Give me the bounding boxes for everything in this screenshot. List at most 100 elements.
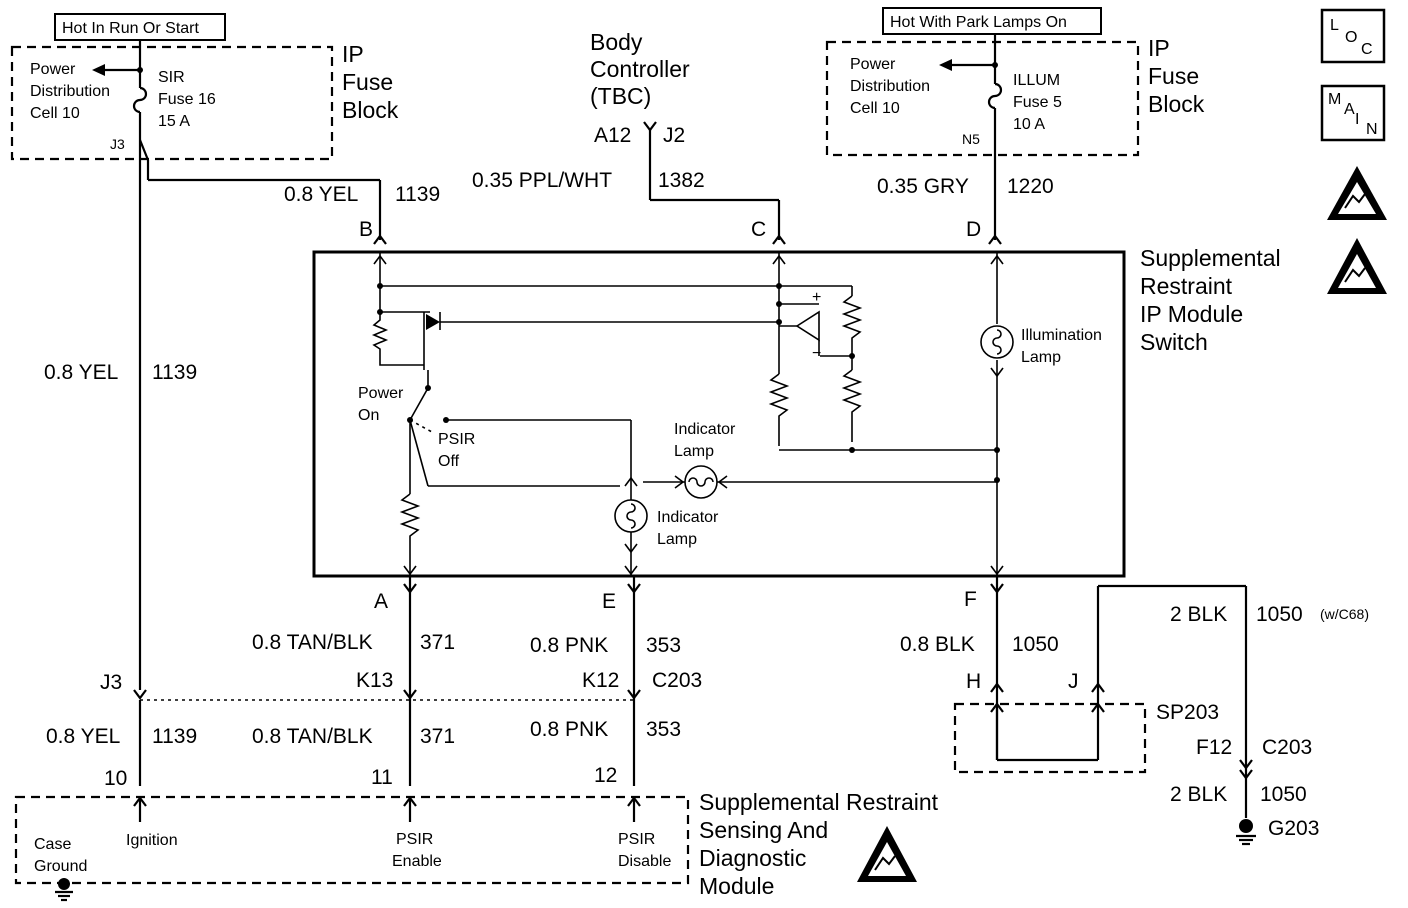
psir-off-line1: PSIR	[438, 431, 475, 448]
body-controller-line2: Controller	[590, 56, 690, 82]
sdm-psir-enable-line2: Enable	[392, 853, 442, 870]
sdm-case-ground-line1: Case	[34, 836, 71, 853]
power-dist-r-line3: Cell 10	[850, 100, 900, 117]
svg-text:I: I	[1355, 111, 1359, 128]
block-label-r: Block	[1148, 91, 1205, 117]
fuse-icon	[132, 86, 148, 114]
hot-park-tag	[882, 7, 1102, 35]
wire-1139-color: 0.8 YEL	[284, 183, 358, 206]
op-amp-icon	[795, 310, 820, 342]
fuse-block-right: Hot With Park Lamps On Power Distributio…	[825, 7, 1205, 240]
indicator-lamp-bot-line2: Lamp	[657, 531, 697, 548]
wire-1050-top-circuit: 1050	[1256, 603, 1303, 626]
sp203-outline	[953, 702, 1147, 774]
ground-branch: H J SP203 2 BLK 1050 (w/C68) F12 C203 2 …	[953, 584, 1369, 846]
connector-b-icon	[373, 234, 387, 245]
ip-fuse-block-left-outline	[10, 45, 334, 161]
svg-text:N: N	[1366, 121, 1378, 138]
wire-353-color: 0.8 PNK	[530, 634, 608, 657]
indicator-lamp-bot-line1: Indicator	[657, 509, 719, 526]
wire-1220-color: 0.35 GRY	[877, 175, 969, 198]
svg-text:O: O	[1345, 29, 1357, 46]
wire-371-circuit: 371	[420, 631, 455, 654]
main-icon	[1320, 84, 1386, 142]
pin-b: B	[359, 218, 373, 241]
diode-icon	[426, 314, 440, 330]
sdm-title-line3: Diagnostic	[699, 845, 806, 871]
wire-1139-bot-circuit: 1139	[152, 725, 197, 748]
wire-1382-color: 0.35 PPL/WHT	[472, 169, 612, 192]
lower-wiring: A E F 0.8 TAN/BLK 371 0.8 PNK 353 0.8 BL…	[44, 361, 1059, 790]
svg-text:M: M	[1328, 91, 1341, 108]
pin-f: F	[964, 588, 977, 611]
illumination-lamp-line2: Lamp	[1021, 349, 1061, 366]
wire-1139-top: 0.8 YEL 1139	[138, 139, 440, 690]
illum-fuse-line3: 10 A	[1013, 116, 1045, 133]
module-pin-10: 10	[104, 767, 127, 790]
pin-e: E	[602, 590, 616, 613]
case-ground-icon	[58, 878, 70, 890]
loc-icon	[1320, 8, 1386, 64]
module-pin-11: 11	[371, 766, 393, 789]
ground-g203: G203	[1268, 817, 1319, 840]
ip-label: IP	[342, 41, 364, 67]
power-dist-r-line2: Distribution	[850, 78, 930, 95]
fuse-label-r: Fuse	[1148, 63, 1199, 89]
pin-a12: A12	[594, 124, 631, 147]
wire-371-color: 0.8 TAN/BLK	[252, 631, 373, 654]
connector-icon	[643, 121, 657, 132]
j3-connector-label: J3	[110, 136, 125, 152]
conn-c203-a: C203	[652, 669, 702, 692]
wire-1050-bot-circuit: 1050	[1260, 783, 1307, 806]
ip-label-r: IP	[1148, 35, 1170, 61]
wire-371-bot-color: 0.8 TAN/BLK	[252, 725, 373, 748]
wire-1220-circuit: 1220	[1007, 175, 1054, 198]
module-pin-12: 12	[594, 764, 617, 787]
power-dist-line3: Cell 10	[30, 105, 80, 122]
power-dist-line2: Distribution	[30, 83, 110, 100]
hot-park-label: Hot With Park Lamps On	[890, 14, 1067, 31]
power-dist-line1: Power	[30, 61, 76, 78]
fuse-icon	[987, 82, 1003, 110]
sdm-title-line2: Sensing And	[699, 817, 828, 843]
arrow-left-icon	[939, 59, 952, 71]
n5-connector-label: N5	[962, 131, 980, 147]
wire-1139-mid-circuit: 1139	[152, 361, 197, 384]
wire-1139-circuit: 1139	[395, 183, 440, 206]
sdm-psir-disable-line1: PSIR	[618, 831, 655, 848]
indicator-lamp-top-line2: Lamp	[674, 443, 714, 460]
hot-run-start-label: Hot In Run Or Start	[62, 20, 199, 37]
op-amp-minus: −	[812, 345, 821, 362]
sdm-ignition: Ignition	[126, 832, 178, 849]
ground-icon	[1239, 819, 1253, 833]
resistor-icon	[841, 295, 863, 342]
svg-text:A: A	[1344, 101, 1355, 118]
conn-j3: J3	[100, 671, 122, 694]
wire-1050-top-color: 2 BLK	[1170, 603, 1227, 626]
illumination-lamp-icon	[980, 325, 1014, 359]
splice-sp203: SP203	[1156, 701, 1219, 724]
svg-text:L: L	[1330, 17, 1339, 34]
conn-k12: K12	[582, 669, 619, 692]
sdm-psir-enable-line1: PSIR	[396, 831, 433, 848]
pin-c: C	[751, 218, 766, 241]
sdm-case-ground-line2: Ground	[34, 858, 87, 875]
illum-fuse-line1: ILLUM	[1013, 72, 1060, 89]
sir-ip-module-switch: Supplemental Restraint IP Module Switch	[312, 245, 1281, 578]
body-controller-line1: Body	[590, 29, 643, 55]
power-dist-r-line1: Power	[850, 56, 896, 73]
switch-title-line1: Supplemental	[1140, 245, 1281, 271]
conn-k13: K13	[356, 669, 393, 692]
psir-off-line2: Off	[438, 453, 460, 470]
op-amp-plus: +	[812, 289, 821, 306]
fuse-label: Fuse	[342, 69, 393, 95]
illumination-lamp-line1: Illumination	[1021, 327, 1102, 344]
switch-title-line4: Switch	[1140, 329, 1208, 355]
wire-353-bot-color: 0.8 PNK	[530, 718, 608, 741]
sdm-outline	[14, 795, 690, 885]
sir-fuse-line3: 15 A	[158, 113, 190, 130]
sensing-diagnostic-module: Ignition PSIR Enable PSIR Disable Case G…	[14, 789, 939, 902]
wire-353-circuit: 353	[646, 634, 681, 657]
